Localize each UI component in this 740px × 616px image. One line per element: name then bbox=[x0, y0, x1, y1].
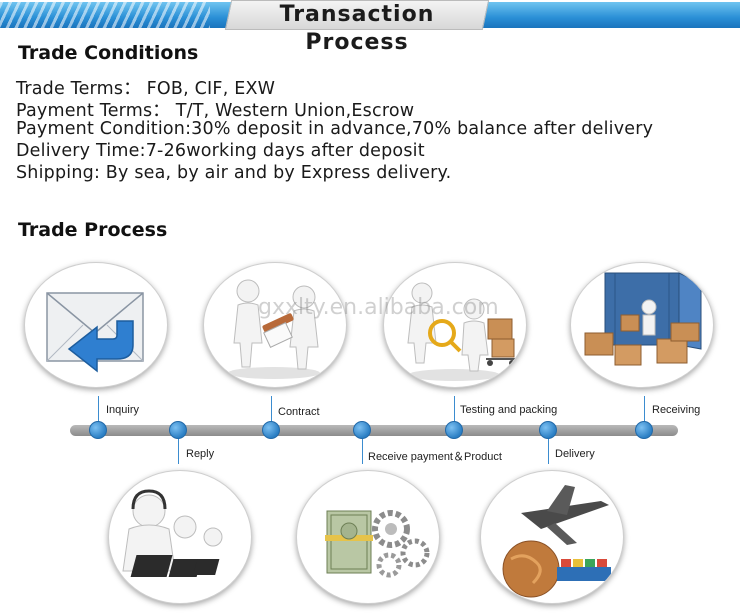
stem-reply bbox=[178, 438, 179, 464]
airplane-globe-icon bbox=[502, 485, 611, 598]
shipping-container-icon bbox=[584, 272, 702, 366]
condition-trade-terms: Trade Terms： FOB, CIF, EXW bbox=[16, 79, 276, 99]
inquiry-circle bbox=[24, 262, 168, 388]
step-label-contract: Contract bbox=[278, 406, 320, 418]
reply-circle bbox=[108, 470, 252, 604]
node-reply bbox=[169, 421, 187, 439]
node-inquiry bbox=[89, 421, 107, 439]
step-label-payment: Receive payment＆Product bbox=[368, 451, 502, 463]
step-label-testing: Testing and packing bbox=[460, 404, 558, 416]
node-receiving bbox=[635, 421, 653, 439]
call-center-icon bbox=[122, 489, 223, 577]
payment-circle bbox=[296, 470, 440, 604]
receiving-circle bbox=[570, 262, 714, 388]
process-timeline bbox=[70, 425, 678, 436]
stem-testing bbox=[454, 396, 455, 422]
banner-stripes bbox=[0, 2, 210, 28]
trade-process-heading: Trade Process bbox=[18, 219, 168, 241]
trade-conditions-heading: Trade Conditions bbox=[18, 42, 199, 64]
step-label-delivery: Delivery bbox=[555, 448, 595, 460]
contract-circle bbox=[203, 262, 347, 388]
node-delivery bbox=[539, 421, 557, 439]
delivery-circle bbox=[480, 470, 624, 604]
node-contract bbox=[262, 421, 280, 439]
stem-delivery bbox=[548, 438, 549, 464]
condition-payment-condition: Payment Condition:30% deposit in advance… bbox=[16, 119, 654, 139]
handshake-people-icon bbox=[228, 279, 320, 379]
condition-shipping: Shipping: By sea, by air and by Express … bbox=[16, 163, 452, 183]
envelope-icon bbox=[46, 292, 144, 373]
node-payment bbox=[353, 421, 371, 439]
stem-receiving bbox=[644, 396, 645, 422]
condition-payment-terms: Payment Terms： T/T, Western Union,Escrow bbox=[16, 101, 415, 121]
watermark: gxxlty.en.alibaba.com bbox=[258, 295, 499, 320]
condition-delivery-time: Delivery Time:7-26working days after dep… bbox=[16, 141, 425, 161]
step-label-receiving: Receiving bbox=[652, 404, 701, 416]
testing-circle bbox=[383, 262, 527, 388]
banner-title: Transaction Process bbox=[279, 2, 435, 55]
cash-gears-icon bbox=[325, 510, 430, 578]
inspection-people-icon bbox=[407, 282, 516, 381]
stem-payment bbox=[362, 438, 363, 464]
node-testing bbox=[445, 421, 463, 439]
stem-inquiry bbox=[98, 396, 99, 422]
step-label-inquiry: Inquiry bbox=[106, 404, 140, 416]
stem-contract bbox=[271, 396, 272, 422]
banner: Transaction Process bbox=[0, 0, 740, 55]
step-label-reply: Reply bbox=[186, 448, 215, 460]
